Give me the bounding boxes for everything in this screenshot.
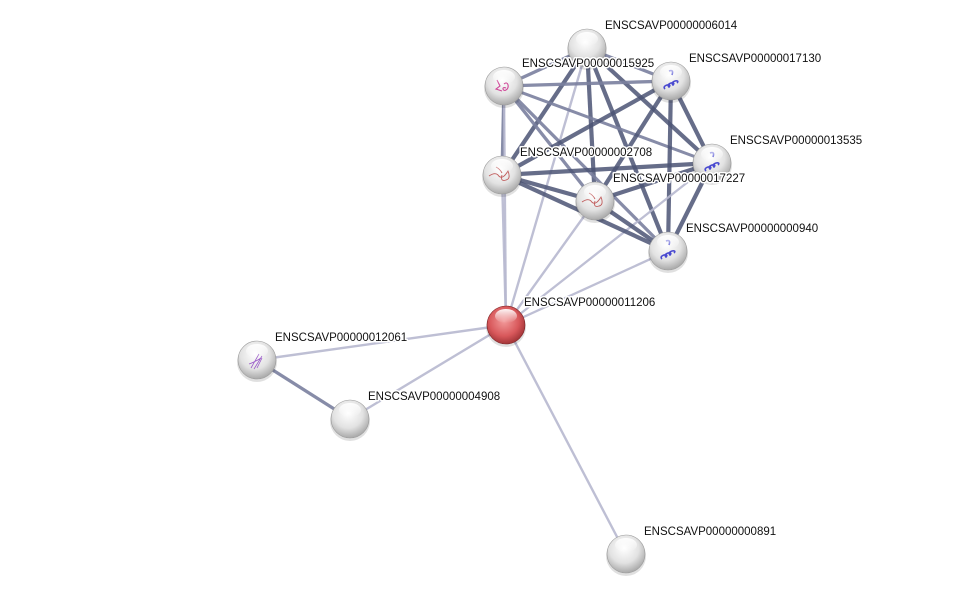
edge[interactable] <box>503 84 713 165</box>
node-label[interactable]: ENSCSAVP00000002708 <box>519 146 654 161</box>
edge[interactable] <box>505 200 596 326</box>
node-label[interactable]: ENSCSAVP00000012061 <box>274 331 409 346</box>
edge[interactable] <box>256 323 507 362</box>
node-label[interactable]: ENSCSAVP00000015925 <box>521 57 656 72</box>
node-label[interactable]: ENSCSAVP00000004908 <box>367 390 502 405</box>
edge[interactable] <box>594 161 713 203</box>
protein-node[interactable] <box>484 66 524 108</box>
nodes-layer <box>237 28 732 576</box>
protein-node[interactable] <box>692 143 732 185</box>
node-highlight <box>615 538 637 552</box>
node-label[interactable]: ENSCSAVP00000000891 <box>643 525 778 540</box>
edges-layer <box>256 46 714 555</box>
sheet-structure-icon <box>248 353 263 370</box>
edge[interactable] <box>349 323 507 421</box>
node-highlight <box>584 185 606 199</box>
node-label[interactable]: ENSCSAVP00000013535 <box>729 134 864 149</box>
node-label[interactable]: ENSCSAVP00000017227 <box>612 172 747 187</box>
edge[interactable] <box>505 249 669 327</box>
edge[interactable] <box>505 162 713 326</box>
protein-node[interactable] <box>651 61 691 103</box>
node-highlight <box>576 32 598 46</box>
protein-node[interactable] <box>606 534 646 576</box>
protein-node[interactable] <box>575 181 615 223</box>
node-label[interactable]: ENSCSAVP00000017130 <box>688 52 823 67</box>
edge[interactable] <box>585 46 714 165</box>
node-highlight <box>701 147 723 161</box>
edge[interactable] <box>503 79 672 88</box>
node-highlight <box>495 309 517 323</box>
edge[interactable] <box>500 79 673 177</box>
node-label[interactable]: ENSCSAVP00000000940 <box>685 222 820 237</box>
protein-node[interactable] <box>482 155 522 197</box>
protein-node[interactable] <box>330 399 370 441</box>
edge[interactable] <box>502 85 508 326</box>
edge[interactable] <box>593 79 673 203</box>
edge[interactable] <box>501 160 713 178</box>
edge[interactable] <box>504 324 628 555</box>
node-highlight <box>491 159 513 173</box>
edge[interactable] <box>502 84 597 203</box>
protein-node[interactable] <box>237 340 277 382</box>
node-highlight <box>660 65 682 79</box>
edge[interactable] <box>500 46 589 177</box>
protein-node[interactable] <box>567 28 607 70</box>
query-node[interactable] <box>486 305 526 347</box>
node-label[interactable]: ENSCSAVP00000006014 <box>604 19 740 34</box>
node-highlight <box>246 344 268 358</box>
node-highlight <box>657 235 679 249</box>
node-highlight <box>493 70 515 84</box>
protein-node[interactable] <box>648 231 688 273</box>
node-label[interactable]: ENSCSAVP00000011206 <box>523 296 657 311</box>
node-highlight <box>339 403 361 417</box>
